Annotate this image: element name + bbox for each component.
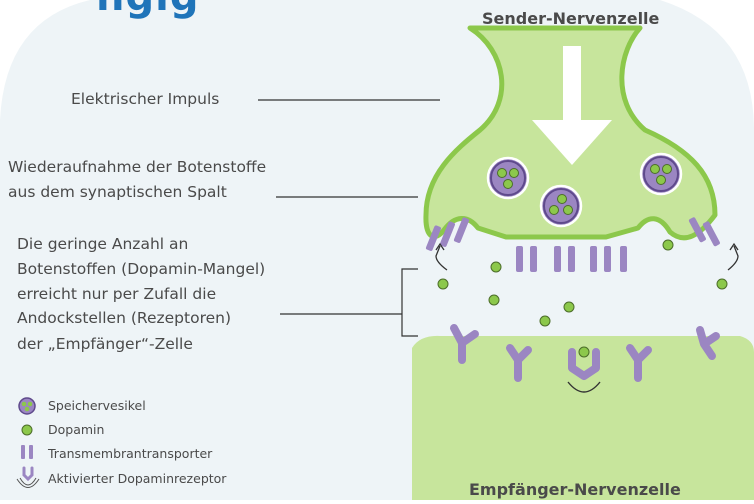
legend-label-transporter: Transmembrantransporter	[48, 446, 212, 461]
vesicle	[541, 186, 581, 226]
low-dopamine-label-line4: Andockstellen (Rezeptoren)	[17, 307, 231, 329]
impulse-label: Elektrischer Impuls	[71, 88, 219, 110]
reuptake-label-line1: Wiederaufnahme der Botenstoffe	[8, 156, 266, 178]
vesicle	[488, 158, 528, 198]
legend-label-vesicle: Speichervesikel	[48, 398, 146, 413]
storage-vesicle-icon	[19, 398, 35, 414]
sender-label: Sender-Nervenzelle	[482, 9, 659, 28]
reuptake-label-line2: aus dem synaptischen Spalt	[8, 181, 227, 203]
transporter	[620, 246, 627, 272]
vesicle	[641, 154, 681, 194]
legend-label-dopamine: Dopamin	[48, 422, 104, 437]
low-dopamine-label-line2: Botenstoffen (Dopamin-Mangel)	[17, 258, 265, 280]
legend-label-receptor: Aktivierter Dopaminrezeptor	[48, 471, 226, 486]
low-dopamine-label-line5: der „Empfänger“-Zelle	[17, 333, 193, 355]
low-dopamine-label-line1: Die geringe Anzahl an	[17, 233, 188, 255]
receiver-label: Empfänger-Nervenzelle	[469, 480, 681, 499]
dopamine-icon	[22, 425, 32, 435]
page-title-fragment: ngig	[96, 0, 199, 20]
low-dopamine-label-line3: erreicht nur per Zufall die	[17, 283, 216, 305]
